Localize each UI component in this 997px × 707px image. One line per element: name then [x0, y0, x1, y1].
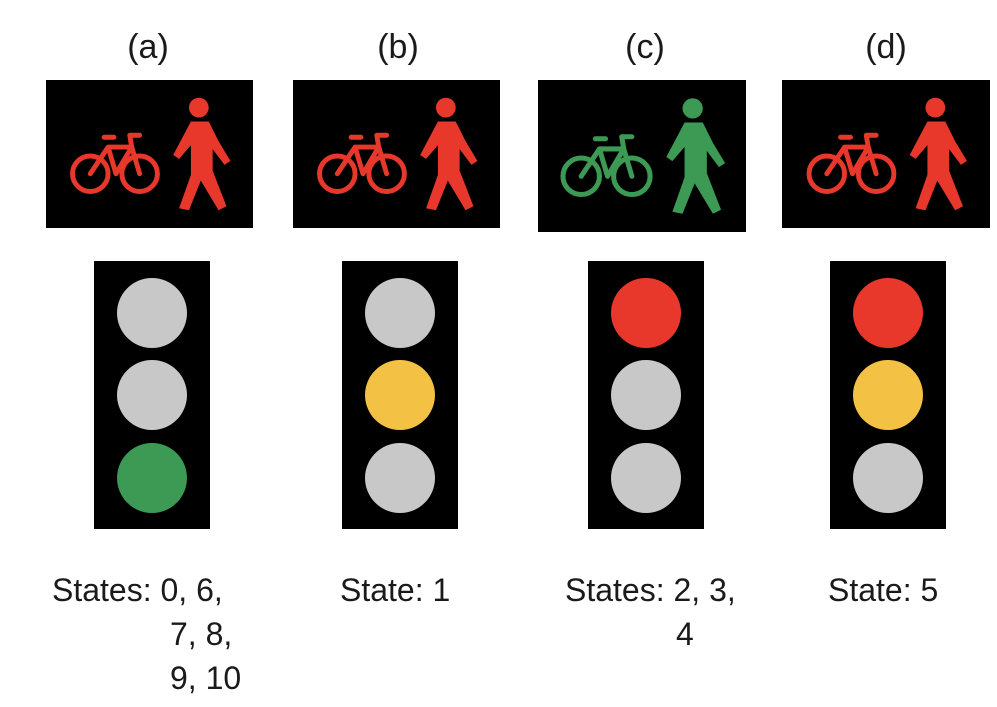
top-lamp	[365, 278, 435, 348]
pedestrian-cycle-signal	[538, 80, 746, 232]
bicycle-pedestrian-icon	[806, 97, 967, 211]
state-text: States: 2, 3, 4	[565, 568, 736, 656]
top-lamp	[853, 278, 923, 348]
bicycle-pedestrian-icon	[317, 97, 478, 211]
middle-lamp	[117, 360, 187, 430]
column-label: (a)	[127, 28, 169, 66]
traffic-light	[830, 261, 946, 529]
state-text: State: 1	[340, 568, 450, 612]
state-line: State: 5	[828, 572, 939, 608]
pedestrian-icon	[666, 98, 726, 214]
traffic-light	[588, 261, 704, 529]
pedestrian-icon	[909, 97, 967, 211]
bicycle-icon	[560, 134, 653, 198]
traffic-light	[94, 261, 210, 529]
middle-lamp	[853, 360, 923, 430]
bottom-lamp	[117, 443, 187, 513]
state-line: State: 1	[340, 572, 451, 608]
bicycle-icon	[70, 132, 160, 194]
middle-lamp	[365, 360, 435, 430]
column-label: (d)	[865, 28, 907, 66]
pedestrian-cycle-signal	[782, 80, 990, 228]
state-line: 4	[676, 616, 694, 652]
state-text: State: 5	[828, 568, 938, 612]
state-text: States: 0, 6, 7, 8, 9, 10	[52, 568, 241, 700]
top-lamp	[117, 278, 187, 348]
pedestrian-cycle-signal	[46, 80, 253, 228]
bicycle-icon	[317, 132, 407, 194]
bicycle-icon	[806, 132, 897, 194]
bicycle-pedestrian-icon	[70, 97, 231, 211]
pedestrian-icon	[173, 97, 231, 211]
column-label: (c)	[625, 28, 665, 66]
column-label: (b)	[377, 28, 419, 66]
pedestrian-cycle-signal	[293, 80, 500, 228]
pedestrian-icon	[420, 97, 478, 211]
bottom-lamp	[365, 443, 435, 513]
state-line: States: 2, 3,	[565, 572, 736, 608]
middle-lamp	[611, 360, 681, 430]
bicycle-pedestrian-icon	[560, 98, 726, 214]
state-line: 7, 8,	[170, 616, 233, 652]
bottom-lamp	[853, 443, 923, 513]
state-line: 9, 10	[170, 660, 242, 696]
top-lamp	[611, 278, 681, 348]
bottom-lamp	[611, 443, 681, 513]
traffic-light	[342, 261, 458, 529]
state-line: States: 0, 6,	[52, 572, 223, 608]
